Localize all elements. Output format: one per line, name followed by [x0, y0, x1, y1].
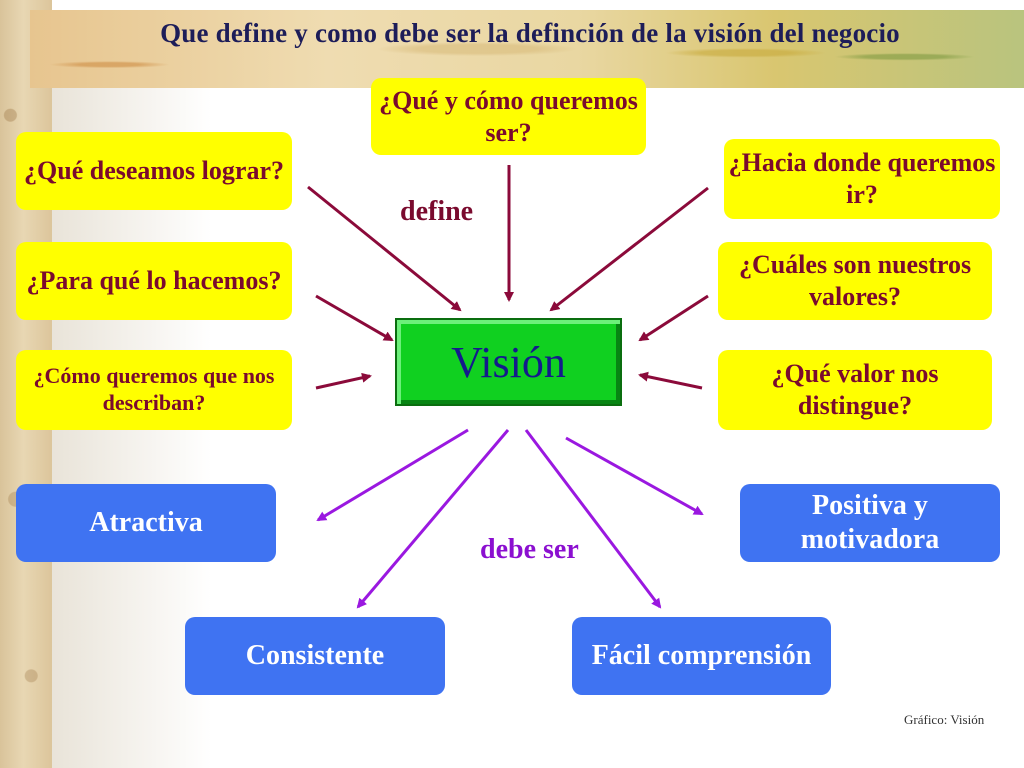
- question-para-que: ¿Para qué lo hacemos?: [16, 242, 292, 320]
- define-label: define: [400, 196, 474, 227]
- vision-center-box: Visión: [395, 318, 622, 406]
- arrow-facil: [524, 429, 662, 609]
- attribute-consistente: Consistente: [185, 617, 445, 695]
- question-valores: ¿Cuáles son nuestros valores?: [718, 242, 992, 320]
- arrow-positiva: [565, 436, 704, 516]
- arrow-distingue: [638, 371, 703, 390]
- attribute-atractiva: Atractiva: [16, 484, 276, 562]
- arrow-consistente: [356, 429, 510, 609]
- question-que-como: ¿Qué y cómo queremos ser?: [371, 78, 646, 155]
- question-hacia: ¿Hacia donde queremos ir?: [724, 139, 1000, 219]
- slide-title: Que define y como debe ser la definción …: [160, 18, 900, 48]
- question-deseamos: ¿Qué deseamos lograr?: [16, 132, 292, 210]
- arrow-para-que: [315, 294, 394, 342]
- arrow-valores: [638, 294, 709, 342]
- vision-center-label: Visión: [451, 337, 566, 387]
- arrow-atractiva: [316, 428, 469, 522]
- arrow-describan: [315, 372, 372, 390]
- arrow-deseamos: [307, 185, 462, 312]
- attribute-facil: Fácil comprensión: [572, 617, 831, 695]
- title-banner: [30, 10, 1024, 88]
- question-distingue: ¿Qué valor nos distingue?: [718, 350, 992, 430]
- attribute-positiva: Positiva y motivadora: [740, 484, 1000, 562]
- arrow-hacia: [549, 186, 709, 312]
- question-describan: ¿Cómo queremos que nos describan?: [16, 350, 292, 430]
- graphic-credit: Gráfico: Visión: [904, 712, 985, 727]
- debe-ser-label: debe ser: [480, 534, 579, 565]
